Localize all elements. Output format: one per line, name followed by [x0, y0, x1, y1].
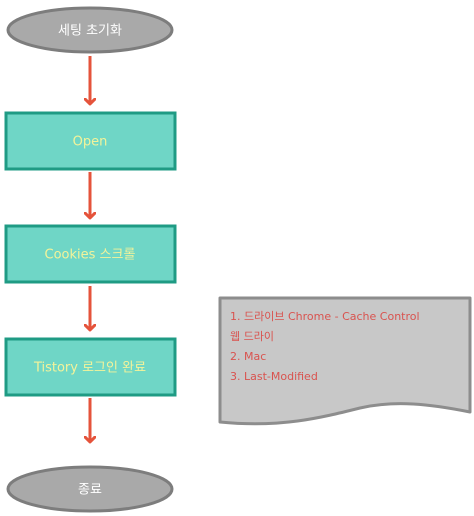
process-step-1: Open — [4, 111, 177, 171]
note-line-3: 2. Mac — [230, 350, 266, 363]
process-step-3: Tistory 로그인 완료 — [4, 337, 177, 397]
end-label: 종료 — [78, 483, 102, 498]
note-document: 1. 드라이브 Chrome - Cache Control 웹 드라이 2. … — [218, 296, 472, 426]
process-step-2: Cookies 스크롤 — [4, 224, 177, 284]
note-line-2: 웹 드라이 — [230, 330, 274, 343]
process-step-2-label: Cookies 스크롤 — [45, 248, 136, 263]
note-line-1: 1. 드라이브 Chrome - Cache Control — [230, 310, 420, 323]
process-step-1-label: Open — [73, 135, 108, 150]
process-step-3-label: Tistory 로그인 완료 — [33, 361, 146, 376]
start-label: 세팅 초기화 — [58, 24, 122, 39]
start-node: 세팅 초기화 — [6, 6, 174, 54]
note-line-4: 3. Last-Modified — [230, 370, 318, 383]
end-node: 종료 — [6, 465, 174, 513]
